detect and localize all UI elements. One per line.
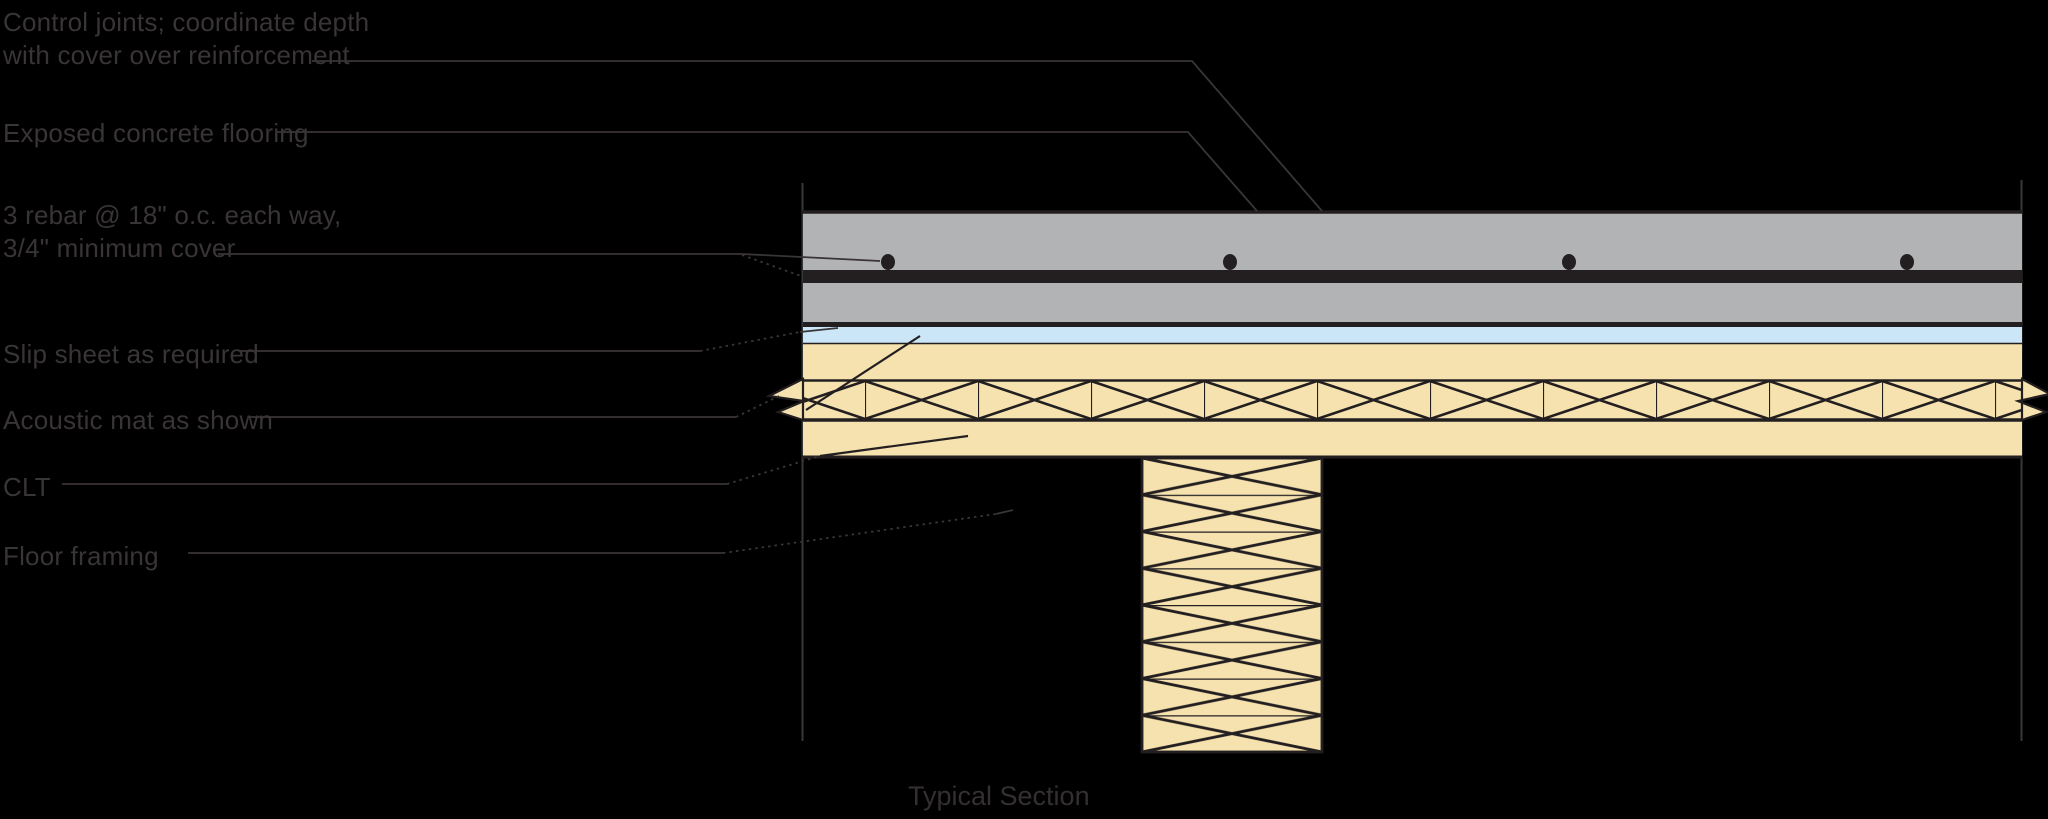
caption-typical-section: Typical Section <box>908 781 1090 811</box>
leader-rebar-solid <box>218 253 881 262</box>
label-acoustic-mat: Acoustic mat as shown <box>3 405 274 435</box>
leader-rebar-dotted <box>741 254 802 277</box>
layer-concrete-lower <box>803 283 2022 322</box>
leader-slip-sheet-dotted <box>699 331 801 352</box>
label-control-joints-line2: with cover over reinforcement <box>3 40 350 70</box>
rebar-dot-4 <box>1900 254 1914 270</box>
layer-concrete-upper <box>803 212 2022 270</box>
leader-slip-sheet-tick <box>799 327 839 333</box>
floor-framing-outline <box>1140 456 1324 754</box>
layer-rebar-band <box>803 270 2022 283</box>
leader-control-joints <box>312 60 1323 212</box>
label-slip-sheet: Slip sheet as required <box>3 339 259 369</box>
label-rebar-line2: 3/4" minimum cover <box>3 233 236 263</box>
leader-floor-framing-dotted <box>722 513 997 554</box>
label-floor-framing: Floor framing <box>3 541 159 571</box>
floor-framing-hatch <box>1142 458 1322 752</box>
layer-divider-thick <box>803 322 2022 327</box>
leader-floor-framing-tick <box>995 509 1014 515</box>
label-clt: CLT <box>3 472 51 502</box>
rebar-dot-2 <box>1223 254 1237 270</box>
leader-clt-arrow <box>819 434 969 458</box>
leader-slip-sheet-arrow <box>805 335 921 411</box>
label-control-joints-line1: Control joints; coordinate depth <box>3 7 370 37</box>
break-symbol-left <box>765 377 809 422</box>
leader-exposed-concrete <box>277 131 1258 212</box>
leader-clt-dotted <box>726 455 821 485</box>
layer-acoustic-mat-hatch <box>803 381 2022 419</box>
rebar-dot-1 <box>881 254 895 270</box>
leader-acoustic-mat-dotted <box>735 395 780 418</box>
layer-clt-top-lam <box>803 344 2022 381</box>
layer-clt-bottom-lam <box>803 421 2022 457</box>
label-exposed-concrete: Exposed concrete flooring <box>3 118 309 148</box>
layer-slip-sheet <box>803 327 2022 343</box>
label-rebar: 3 rebar @ 18" o.c. each way, 3/4" minimu… <box>3 199 341 265</box>
label-control-joints: Control joints; coordinate depth with co… <box>3 6 369 72</box>
rebar-dot-3 <box>1562 254 1576 270</box>
break-symbol-right <box>2014 377 2048 422</box>
label-rebar-line1: 3 rebar @ 18" o.c. each way, <box>3 200 342 230</box>
